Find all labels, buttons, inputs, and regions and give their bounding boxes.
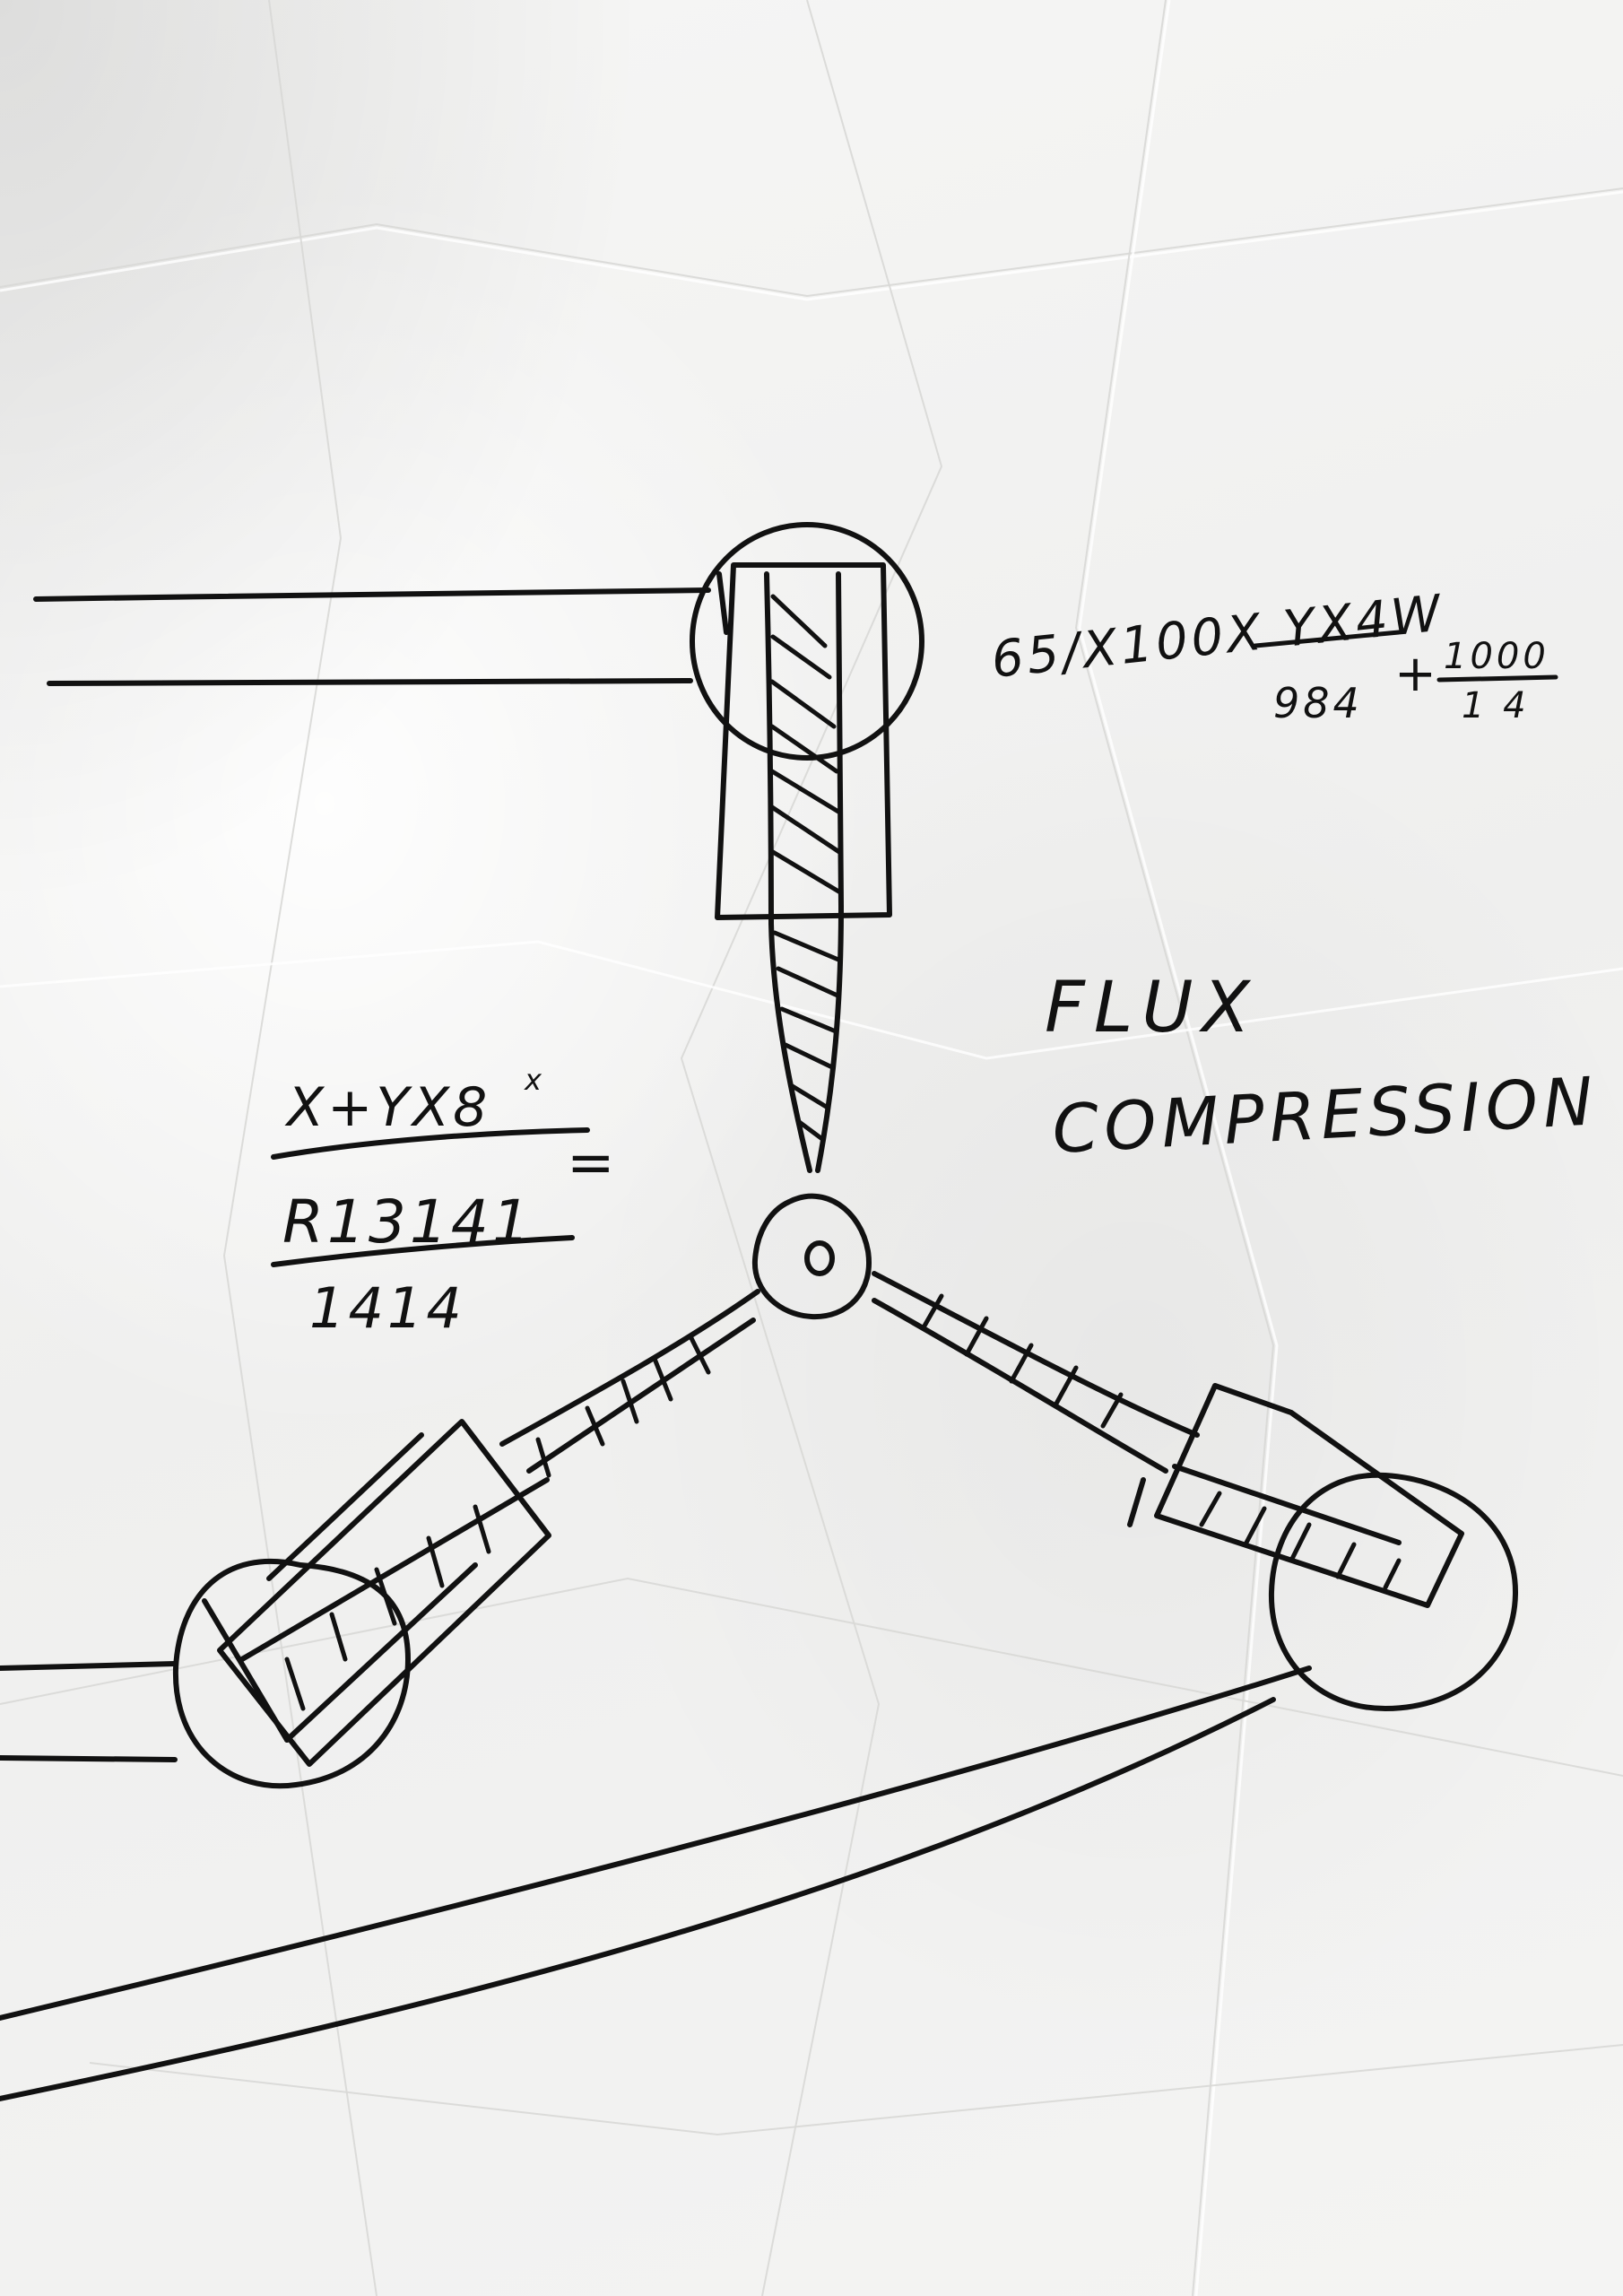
formula-left: X+YX8 x = R13141 1414 — [271, 1063, 619, 1341]
left-terminal — [172, 1558, 411, 1789]
formula-top-den: 984 — [1273, 679, 1363, 727]
right-terminal — [1268, 1472, 1518, 1711]
formula-left-line1: X+YX8 — [284, 1076, 490, 1139]
formula-left-equals: = — [567, 1130, 619, 1196]
flux-compression-label: FLUX COMPRESSION — [1045, 968, 1600, 1169]
formula-left-line2: R13141 — [282, 1187, 534, 1257]
right-arm-hatching — [921, 1293, 1402, 1590]
formula-left-sup: x — [524, 1063, 545, 1097]
formula-top-plus: + — [1394, 645, 1440, 703]
right-arm-rod — [872, 1271, 1200, 1474]
formula-left-bar-1 — [271, 1127, 590, 1160]
bottom-wires — [0, 1665, 1312, 2101]
formula-left-line3: 1414 — [309, 1275, 465, 1341]
right-arm-housing — [1127, 1383, 1464, 1608]
formula-top: 65/X100X YX4W 984 + 1000 1 4 — [989, 584, 1558, 727]
left-arm-hatching — [284, 1334, 711, 1711]
left-arm-housing — [202, 1419, 551, 1767]
left-wires — [0, 1661, 178, 1762]
label-compression: COMPRESSION — [1050, 1063, 1600, 1169]
formula-top-frac2-num: 1000 — [1444, 636, 1549, 677]
label-flux: FLUX — [1045, 968, 1259, 1048]
formula-top-fraction-bar — [1253, 630, 1402, 648]
formula-top-main: 65/X100X YX4W — [989, 584, 1447, 690]
formula-top-frac2-den: 1 4 — [1462, 685, 1530, 726]
formula-left-bar-2 — [271, 1235, 575, 1267]
top-wires — [33, 587, 711, 686]
formula-top-fraction-bar-2 — [1436, 674, 1558, 683]
left-arm-rod — [239, 1289, 760, 1662]
center-hub — [751, 1193, 872, 1320]
top-terminal — [690, 522, 924, 920]
top-arm-hatching — [769, 594, 843, 1142]
